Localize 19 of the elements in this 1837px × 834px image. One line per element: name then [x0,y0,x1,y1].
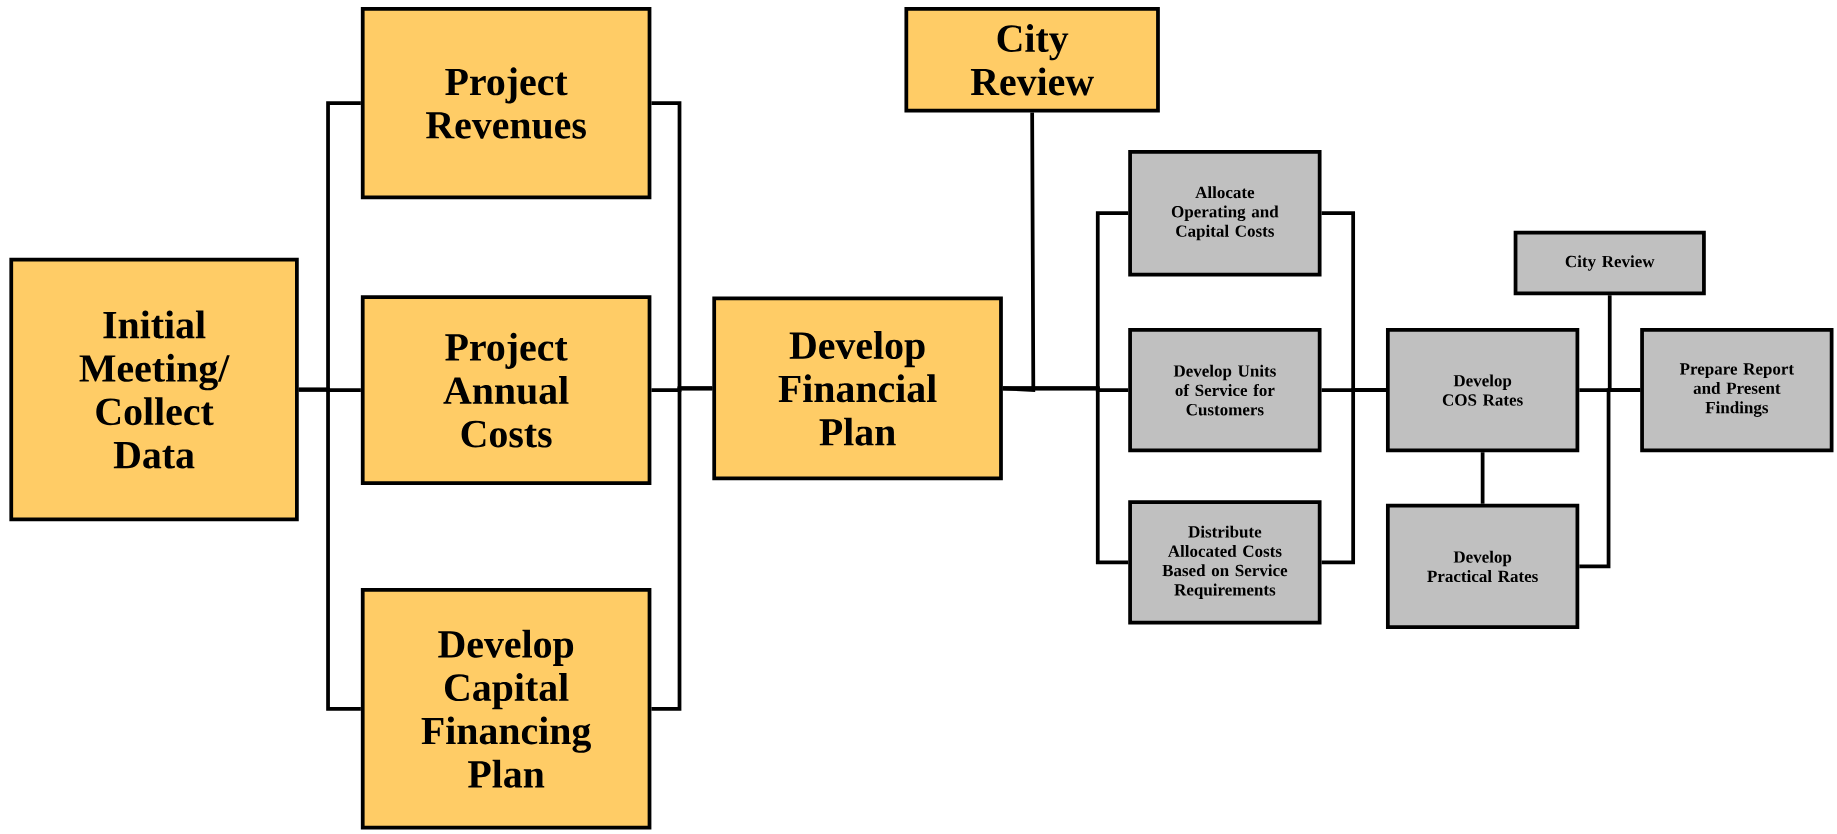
process-box: Distribute Allocated Costs Based on Service Requirements [1128,500,1322,625]
connector-line [1002,386,1129,565]
connector-line [298,387,361,711]
process-box: Develop Practical Rates [1385,503,1580,630]
process-box: Prepare Report and Present Findings [1640,327,1834,453]
process-box: Develop Units of Service for Customers [1128,327,1322,453]
process-box: City Review [904,6,1160,113]
connector-line [651,386,713,711]
process-box: Develop Capital Financing Plan [360,588,652,830]
connector-line [1321,388,1386,565]
process-box: Initial Meeting/ Collect Data [9,257,299,522]
process-box: Project Revenues [360,6,652,200]
process-box: Develop COS Rates [1385,327,1580,453]
connector-line [1607,295,1641,392]
process-box: City Review [1513,230,1706,296]
process-box: Project Annual Costs [360,295,652,485]
process-box: Allocate Operating and Capital Costs [1128,149,1322,277]
process-box: Develop Financial Plan [712,296,1003,481]
connector-line [1480,452,1485,504]
